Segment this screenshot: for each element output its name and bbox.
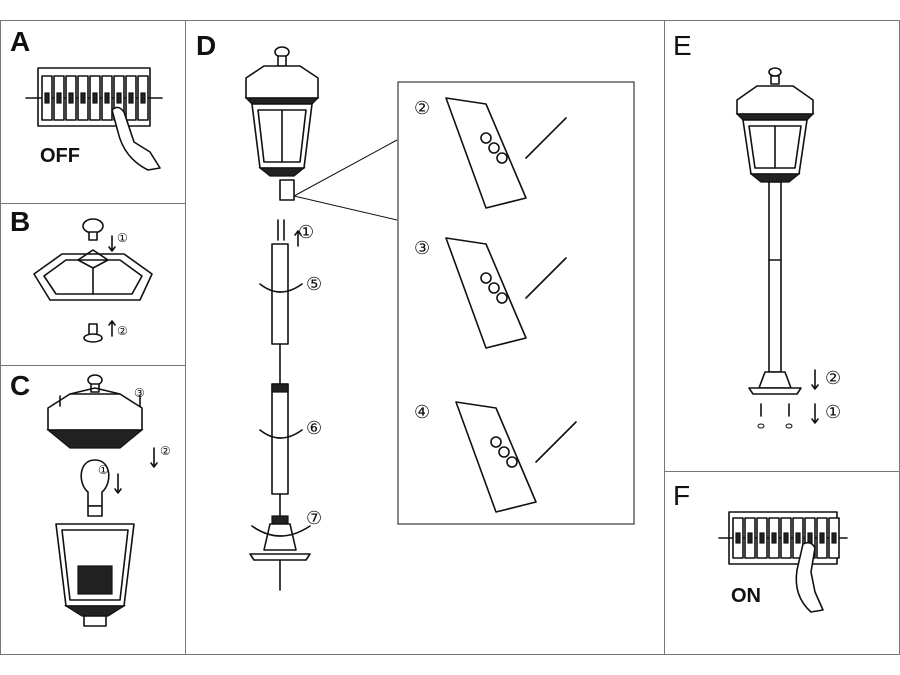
step-2-label: ② (117, 324, 128, 338)
step-1-label: ① (298, 222, 315, 243)
lamp-assembly-icon (244, 46, 635, 591)
terminal-screw (498, 446, 510, 458)
panel-letter-a: A (10, 26, 31, 57)
screwdriver-icon (525, 257, 567, 299)
panel-a: A OFF (0, 20, 186, 204)
rotate-arrow-icon (251, 525, 311, 537)
step-1-label: ① (825, 402, 842, 423)
breaker-toggle (747, 532, 753, 544)
terminal-screw (480, 272, 492, 284)
off-label: OFF (40, 145, 80, 167)
rotate-arrow-icon (259, 283, 303, 293)
panel-letter-d: D (196, 30, 217, 61)
rotate-arrow-icon (259, 429, 303, 439)
panel-letter-e: E (673, 30, 692, 61)
terminal-screw (496, 292, 508, 304)
terminal-screw (480, 132, 492, 144)
lamp-roof-icon (33, 218, 153, 343)
breaker-toggle (56, 92, 62, 104)
terminal-screw (488, 282, 500, 294)
breaker-toggle (771, 532, 777, 544)
terminal-screw (490, 436, 502, 448)
terminal-block-icon (455, 401, 537, 513)
breaker-toggle (807, 532, 813, 544)
step-6-label: ⑥ (306, 418, 323, 439)
breaker-toggle (795, 532, 801, 544)
detail-step-3-label: ③ (414, 238, 431, 259)
step-2-label: ② (160, 444, 171, 458)
step-1-label: ① (117, 231, 128, 245)
step-5-label: ⑤ (306, 274, 323, 295)
breaker-toggle (104, 92, 110, 104)
panel-letter-f: F (673, 480, 691, 511)
breaker-toggle (44, 92, 50, 104)
hand-icon (111, 106, 161, 171)
circuit-breaker-icon (718, 511, 848, 613)
breaker-toggle (735, 532, 741, 544)
panel-c: C ① ② ③ (0, 366, 186, 655)
breaker-toggle (68, 92, 74, 104)
panel-f: F ON (665, 472, 900, 655)
breaker-toggle (92, 92, 98, 104)
breaker-toggle (783, 532, 789, 544)
terminal-screw (496, 152, 508, 164)
lamp-head-open-icon (46, 374, 158, 627)
terminal-block-icon (445, 97, 527, 209)
breaker-toggle (831, 532, 837, 544)
detail-step-2-label: ② (414, 98, 431, 119)
hand-icon (795, 541, 824, 613)
panel-e: E ② ① (665, 20, 900, 472)
terminal-block-icon (445, 237, 527, 349)
lamp-post-icon (735, 67, 819, 429)
breaker-toggle (140, 92, 146, 104)
terminal-screw (506, 456, 518, 468)
step-3-label: ③ (134, 386, 145, 400)
screwdriver-icon (525, 117, 567, 159)
breaker-toggle (759, 532, 765, 544)
panel-b: B ① ② (0, 204, 186, 366)
terminal-screw (488, 142, 500, 154)
panel-d: D ① ⑤ ⑥ (186, 20, 665, 655)
on-label: ON (731, 585, 761, 607)
breaker-toggle (116, 92, 122, 104)
step-1-label: ① (98, 463, 109, 477)
step-7-label: ⑦ (306, 508, 323, 529)
circuit-breaker-icon (25, 67, 163, 171)
screwdriver-icon (535, 421, 577, 463)
breaker-toggle (128, 92, 134, 104)
panel-letter-b: B (10, 206, 31, 237)
breaker-toggle (80, 92, 86, 104)
breaker-toggle (819, 532, 825, 544)
detail-step-4-label: ④ (414, 402, 431, 423)
step-2-label: ② (825, 368, 842, 389)
panel-letter-c: C (10, 370, 31, 401)
